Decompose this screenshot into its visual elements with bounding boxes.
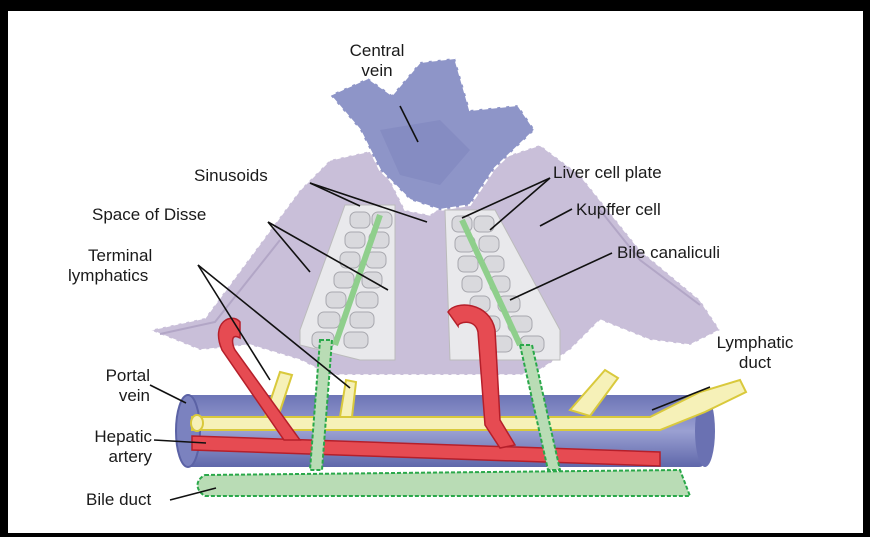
label-terminal-lymphatics-line1: Terminal	[68, 246, 190, 266]
label-lymphatic-duct-line2: duct	[705, 353, 805, 373]
leader-lymphatics-1	[198, 265, 270, 380]
leader-lymphatics-2	[198, 265, 350, 388]
label-liver-cell-plate: Liver cell plate	[553, 163, 662, 183]
leader-liver-plate-1	[462, 178, 550, 218]
label-portal-vein-line2: vein	[70, 386, 150, 406]
label-central-vein: Central vein	[322, 41, 432, 81]
leader-bile-duct	[170, 488, 216, 500]
label-portal-vein-line1: Portal	[70, 366, 150, 386]
leader-sinusoids-2	[310, 183, 427, 222]
label-sinusoids: Sinusoids	[194, 166, 268, 186]
label-terminal-lymphatics-line2: lymphatics	[68, 266, 190, 286]
label-hepatic-artery-line2: artery	[60, 447, 152, 467]
label-portal-vein: Portal vein	[70, 366, 150, 406]
leader-disse-1	[268, 222, 310, 272]
label-hepatic-artery: Hepatic artery	[60, 427, 152, 467]
leader-central-vein	[400, 106, 418, 142]
leader-kupffer	[540, 209, 572, 226]
leader-disse-2	[268, 222, 388, 290]
leader-portal-vein	[150, 385, 186, 403]
leader-liver-plate-2	[490, 178, 550, 230]
label-central-vein-line1: Central	[322, 41, 432, 61]
label-terminal-lymphatics: Terminal lymphatics	[68, 246, 190, 286]
leader-lymphatic-duct	[652, 387, 710, 410]
label-space-of-disse: Space of Disse	[92, 205, 206, 225]
label-bile-duct: Bile duct	[86, 490, 151, 510]
label-bile-canaliculi: Bile canaliculi	[617, 243, 720, 263]
leader-bile-canaliculi	[510, 253, 612, 300]
label-lymphatic-duct: Lymphatic duct	[705, 333, 805, 373]
leader-sinusoids-1	[310, 183, 360, 206]
label-lymphatic-duct-line1: Lymphatic	[705, 333, 805, 353]
label-central-vein-line2: vein	[322, 61, 432, 81]
label-kupffer-cell: Kupffer cell	[576, 200, 661, 220]
label-hepatic-artery-line1: Hepatic	[60, 427, 152, 447]
leader-hepatic-artery	[154, 440, 206, 443]
